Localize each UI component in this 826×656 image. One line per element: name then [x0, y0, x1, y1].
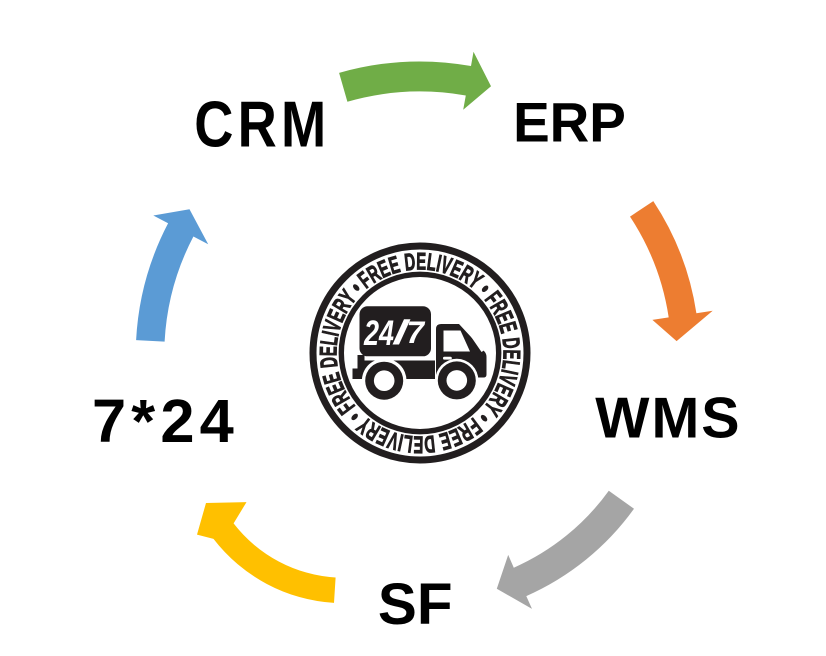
svg-text:ERP: ERP [513, 91, 626, 154]
svg-text:7*24: 7*24 [92, 387, 234, 456]
svg-text:CRM: CRM [194, 87, 330, 160]
svg-text:WMS: WMS [595, 386, 739, 450]
svg-text:7: 7 [407, 314, 426, 350]
svg-text:24: 24 [363, 313, 394, 353]
svg-text:SF: SF [378, 572, 453, 637]
